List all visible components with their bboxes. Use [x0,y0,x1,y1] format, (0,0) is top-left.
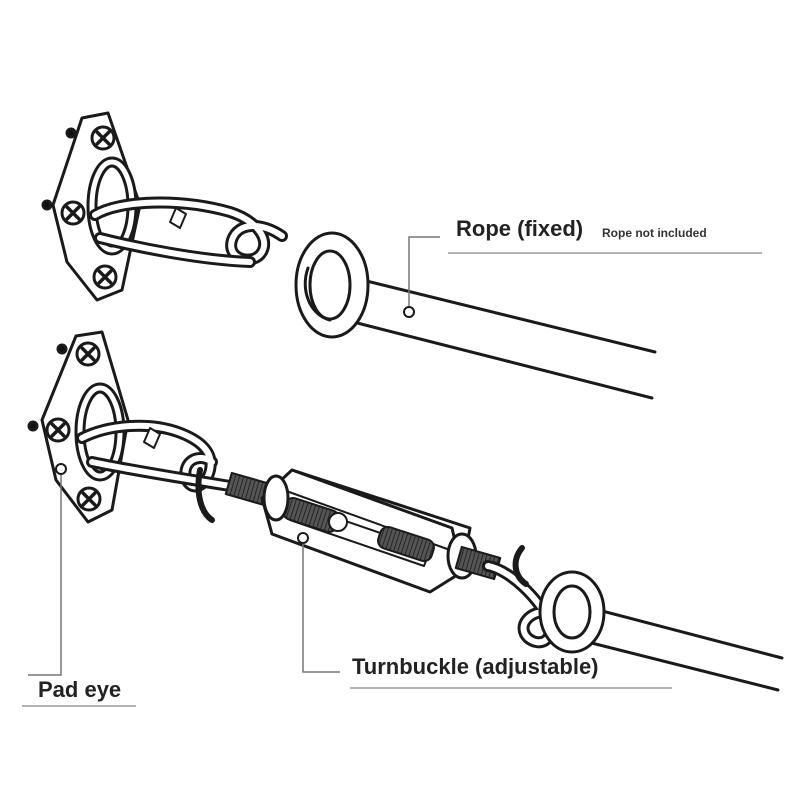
inner-thread-right [377,525,435,563]
top-rope [320,270,657,400]
callout-rope: Rope (fixed) Rope not included [403,216,762,318]
screw-icon [45,417,71,443]
top-rope-ring [294,231,370,339]
turnbuckle-marker [297,532,309,544]
turnbuckle-body [260,468,478,594]
rope-note: Rope not included [602,226,707,240]
screw-icon [75,341,101,367]
screw-icon [92,264,118,290]
screw-icon [90,125,116,151]
callout-pad-eye: Pad eye [22,463,136,707]
rope-marker [403,306,415,318]
bottom-snap-hook [76,419,236,523]
callout-turnbuckle: Turnbuckle (adjustable) [297,532,672,689]
turnbuckle-label: Turnbuckle (adjustable) [352,654,599,679]
pad-eye-label: Pad eye [38,677,121,702]
bottom-rope-ring [538,570,606,654]
screw-icon [76,486,102,512]
pad-eye-marker [55,463,67,475]
top-snap-hook [89,196,288,268]
rope-label: Rope (fixed) [456,216,583,241]
screw-icon [60,200,86,226]
top-pad-eye [41,111,142,302]
top-assembly [41,111,657,400]
bottom-assembly [27,330,784,692]
